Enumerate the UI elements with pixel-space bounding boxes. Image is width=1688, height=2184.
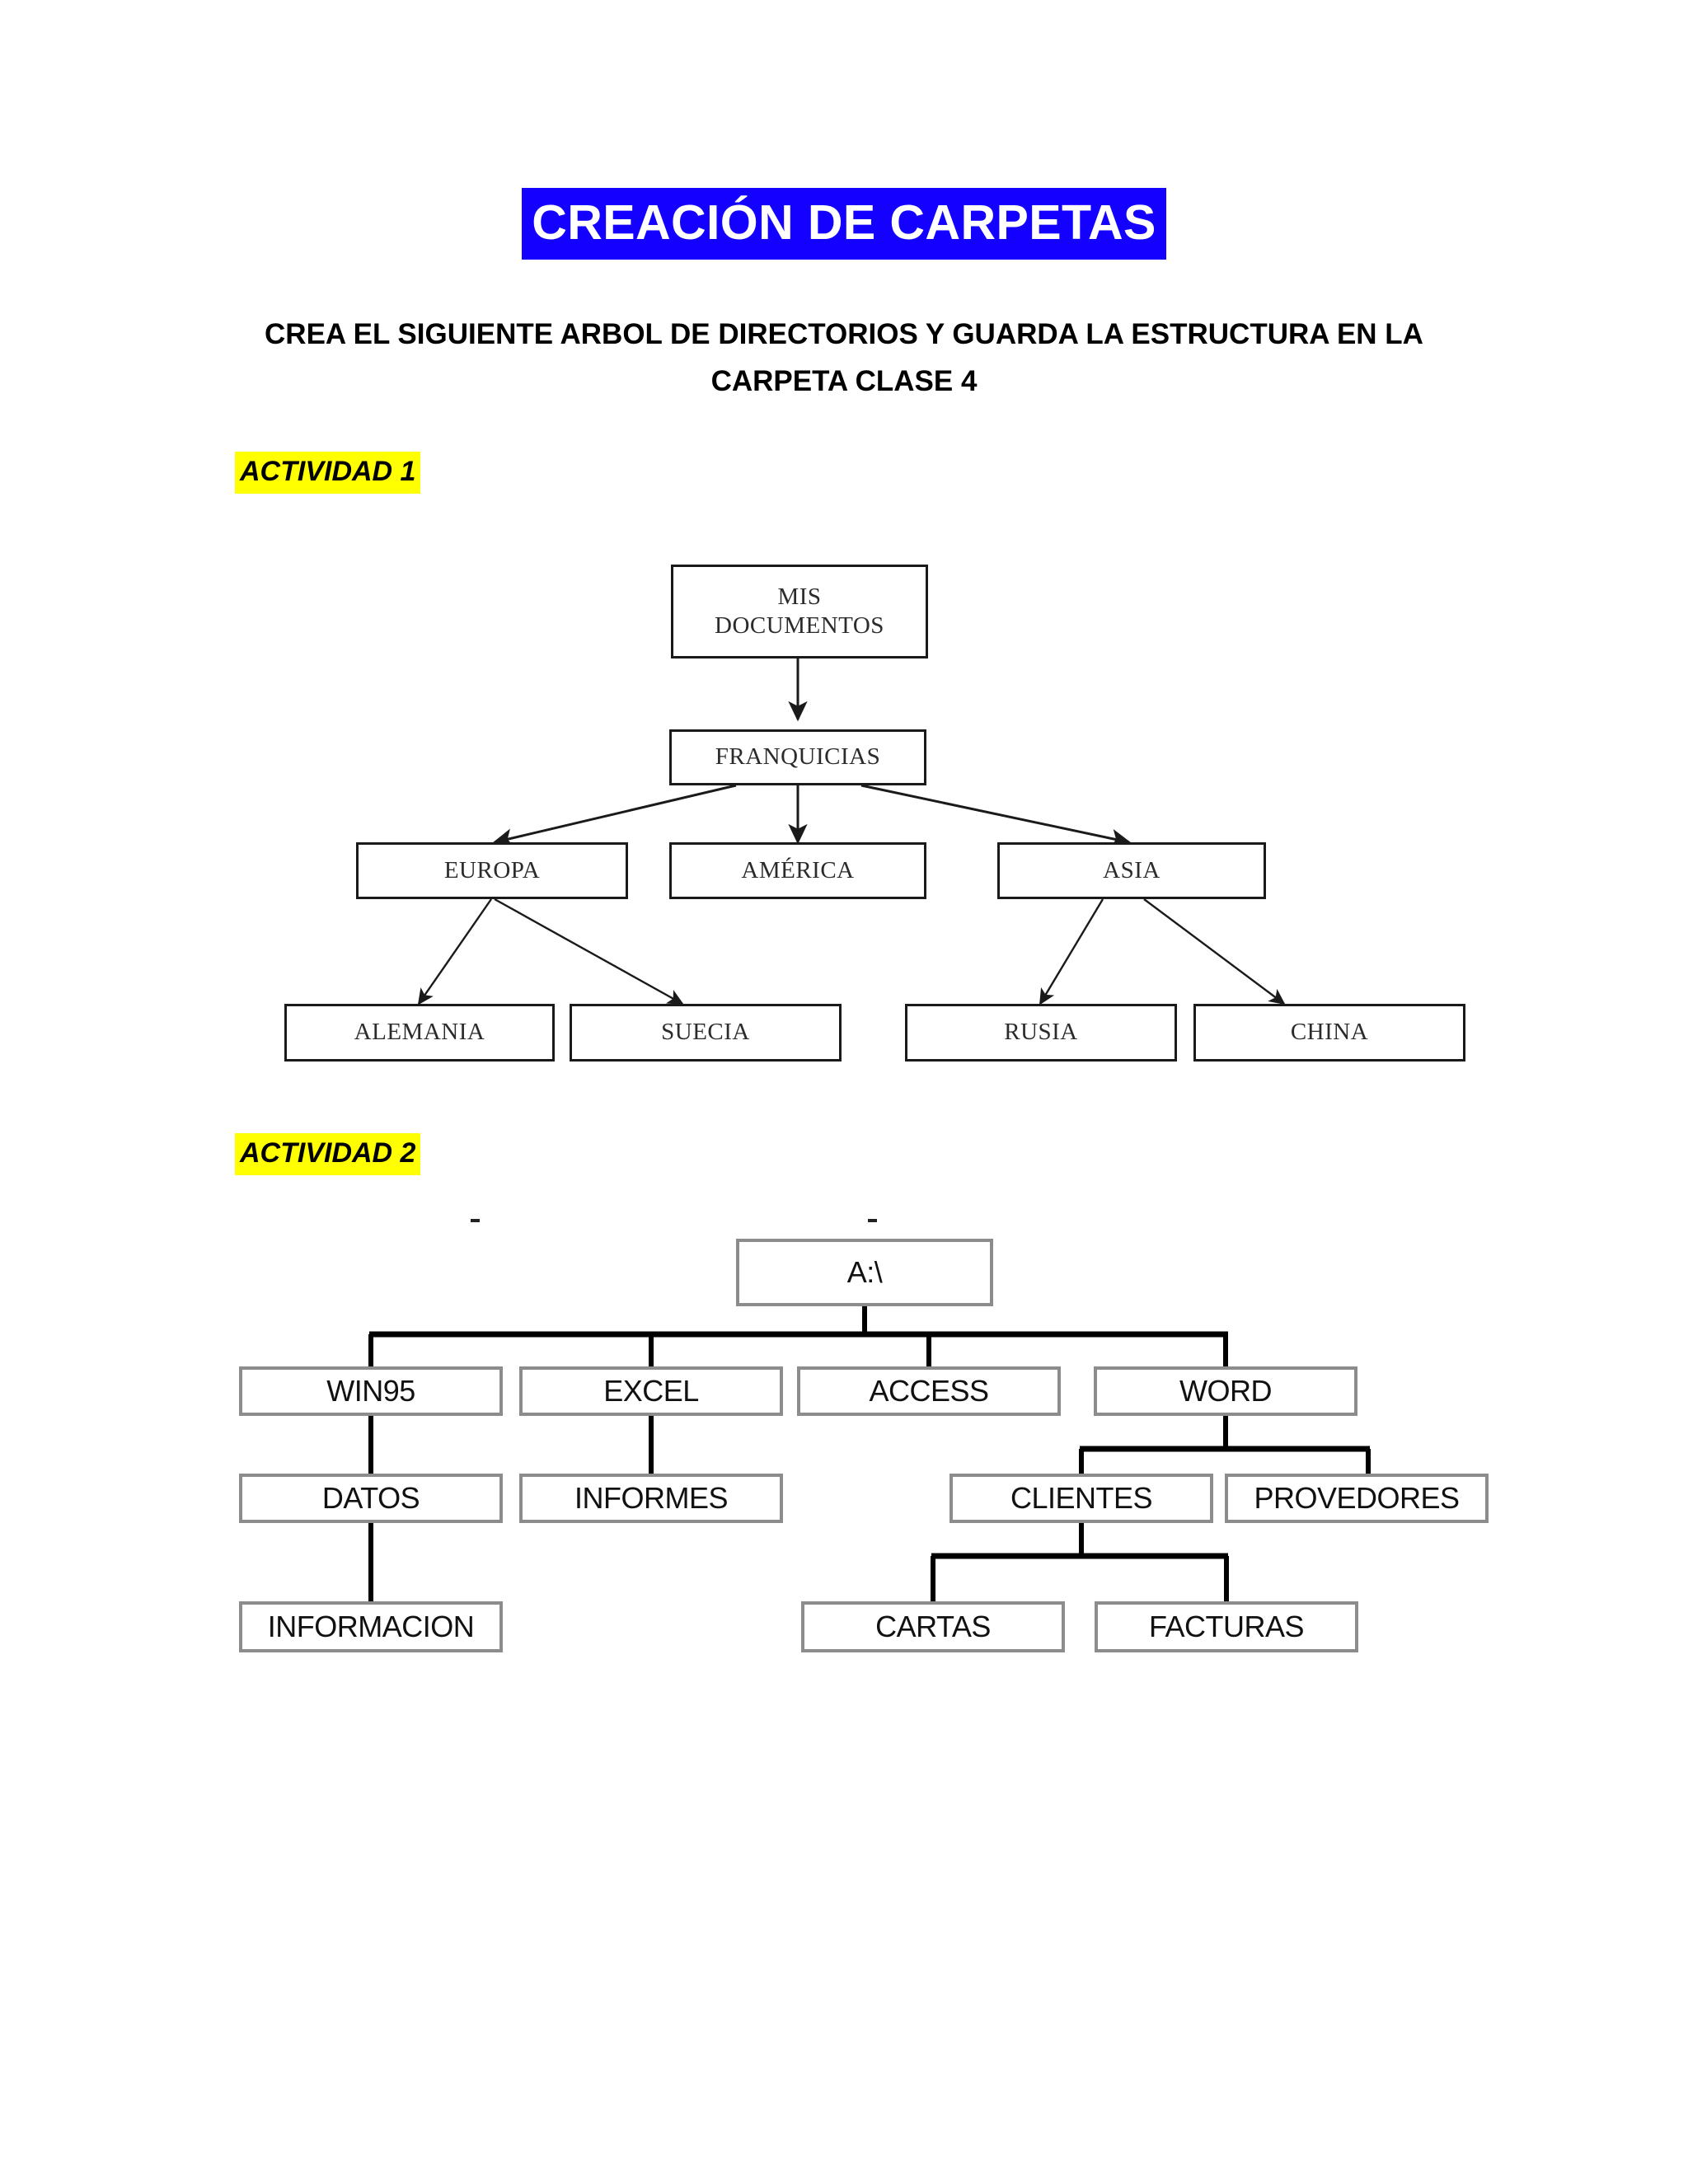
node-excel: EXCEL bbox=[519, 1366, 783, 1416]
node-a-drive: A:\ bbox=[736, 1239, 993, 1306]
node-suecia: SUECIA bbox=[570, 1004, 842, 1062]
node-alemania: ALEMANIA bbox=[284, 1004, 555, 1062]
stray-tick-mark-right bbox=[868, 1219, 877, 1222]
node-rusia: RUSIA bbox=[905, 1004, 1177, 1062]
node-access: ACCESS bbox=[797, 1366, 1061, 1416]
node-informacion: INFORMACION bbox=[239, 1601, 503, 1652]
page-title-text: CREACIÓN DE CARPETAS bbox=[522, 188, 1166, 260]
instruction-text: CREA EL SIGUIENTE ARBOL DE DIRECTORIOS Y… bbox=[265, 318, 1423, 397]
node-datos: DATOS bbox=[239, 1474, 503, 1523]
node-franquicias: FRANQUICIAS bbox=[669, 729, 926, 785]
page-title: CREACIÓN DE CARPETAS bbox=[0, 188, 1688, 260]
node-win95: WIN95 bbox=[239, 1366, 503, 1416]
stray-tick-mark-left bbox=[471, 1219, 480, 1222]
node-china: CHINA bbox=[1193, 1004, 1465, 1062]
node-word: WORD bbox=[1094, 1366, 1357, 1416]
node-europa: EUROPA bbox=[356, 842, 628, 899]
node-america: AMÉRICA bbox=[669, 842, 926, 899]
node-label: MIS DOCUMENTOS bbox=[715, 583, 884, 639]
node-cartas: CARTAS bbox=[801, 1601, 1065, 1652]
node-clientes: CLIENTES bbox=[950, 1474, 1213, 1523]
section-heading-actividad-2: ACTIVIDAD 2 bbox=[235, 1133, 421, 1175]
node-provedores: PROVEDORES bbox=[1225, 1474, 1489, 1523]
node-mis-documentos: MIS DOCUMENTOS bbox=[671, 565, 928, 658]
node-facturas: FACTURAS bbox=[1095, 1601, 1358, 1652]
node-asia: ASIA bbox=[997, 842, 1266, 899]
section-heading-actividad-1: ACTIVIDAD 1 bbox=[235, 452, 421, 494]
node-informes: INFORMES bbox=[519, 1474, 783, 1523]
